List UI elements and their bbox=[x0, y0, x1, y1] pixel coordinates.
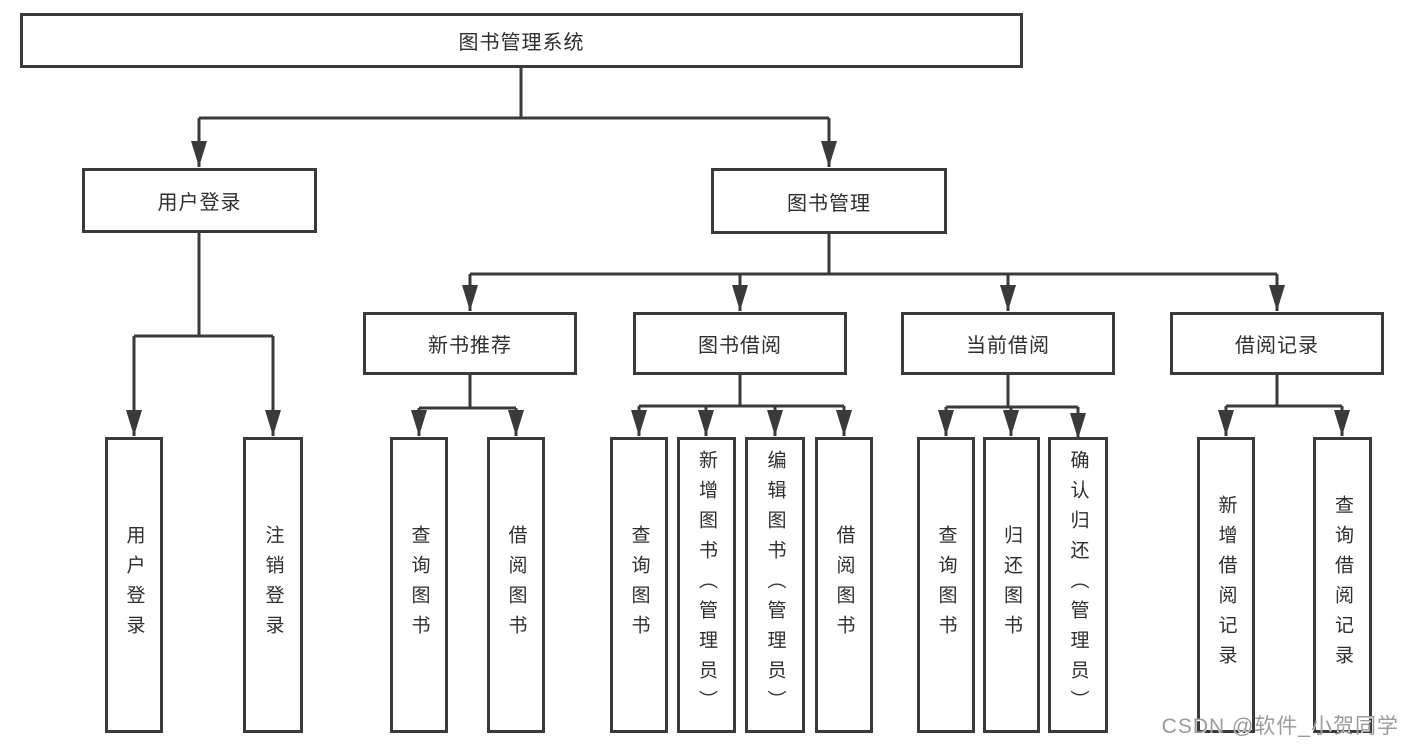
node-borrow-query-books: 查询图书 bbox=[610, 437, 668, 733]
node-label: 注销登录 bbox=[262, 525, 284, 645]
node-borrowing-records: 借阅记录 bbox=[1170, 312, 1384, 375]
node-label: 当前借阅 bbox=[966, 335, 1050, 357]
node-current-query-books: 查询图书 bbox=[917, 437, 975, 733]
node-book-management: 图书管理 bbox=[711, 168, 947, 234]
node-label: 归还图书 bbox=[1001, 525, 1022, 645]
node-label: 查询图书 bbox=[628, 525, 650, 645]
node-current-borrowing: 当前借阅 bbox=[901, 312, 1115, 375]
node-label: 图书借阅 bbox=[698, 335, 782, 357]
node-label: 新增借阅记录 bbox=[1215, 495, 1237, 675]
node-confirm-return-admin: 确认归还（管理员） bbox=[1048, 437, 1108, 733]
node-label: 借阅图书 bbox=[833, 525, 855, 645]
node-label: 查询图书 bbox=[408, 525, 430, 645]
node-add-borrow-record: 新增借阅记录 bbox=[1197, 437, 1255, 733]
csdn-watermark: CSDN @软件_小贺同学 bbox=[1161, 715, 1399, 738]
node-book-borrowing: 图书借阅 bbox=[633, 312, 847, 375]
node-library-system: 图书管理系统 bbox=[20, 13, 1023, 68]
node-label: 查询图书 bbox=[935, 525, 957, 645]
node-rec-borrow-books: 借阅图书 bbox=[487, 437, 545, 733]
node-new-book-recommend: 新书推荐 bbox=[363, 312, 577, 375]
node-user-login: 用户登录 bbox=[82, 168, 317, 233]
node-rec-query-books: 查询图书 bbox=[390, 437, 448, 733]
node-label: 图书管理 bbox=[787, 192, 871, 215]
node-label: 借阅图书 bbox=[505, 525, 527, 645]
node-label: 用户登录 bbox=[157, 192, 242, 214]
node-label: 新增图书（管理员） bbox=[696, 450, 717, 720]
node-borrow-book-leaf: 借阅图书 bbox=[815, 437, 873, 733]
branch-rails bbox=[134, 68, 1342, 410]
node-edit-book-admin: 编辑图书（管理员） bbox=[745, 437, 805, 733]
node-login-leaf: 用户登录 bbox=[105, 437, 163, 733]
node-label: 图书管理系统 bbox=[458, 32, 585, 54]
node-label: 查询借阅记录 bbox=[1332, 495, 1353, 675]
node-query-borrow-record: 查询借阅记录 bbox=[1313, 437, 1372, 733]
node-logout-leaf: 注销登录 bbox=[243, 437, 303, 733]
node-label: 用户登录 bbox=[123, 525, 145, 645]
node-label: 确认归还（管理员） bbox=[1067, 450, 1089, 720]
node-label: 借阅记录 bbox=[1235, 335, 1319, 357]
node-add-book-admin: 新增图书（管理员） bbox=[677, 437, 736, 733]
node-label: 编辑图书（管理员） bbox=[764, 450, 786, 720]
node-return-book: 归还图书 bbox=[983, 437, 1040, 733]
node-label: 新书推荐 bbox=[428, 335, 512, 357]
